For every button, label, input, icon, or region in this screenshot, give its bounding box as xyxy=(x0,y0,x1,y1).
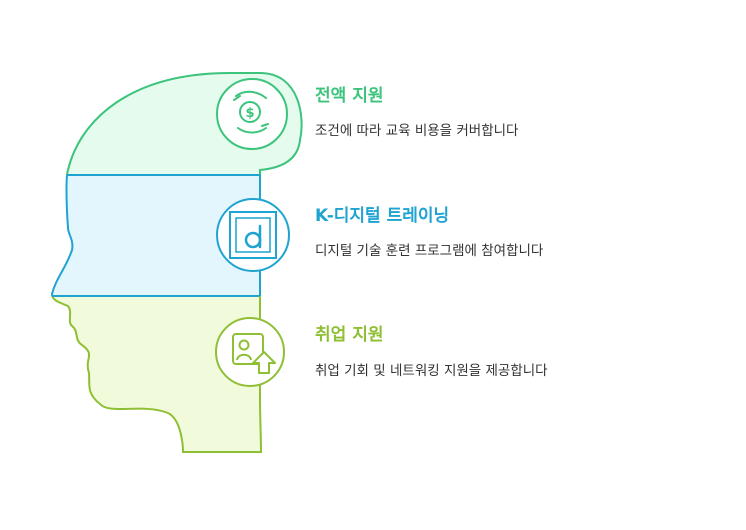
funding-title: 전액 지원 xyxy=(315,86,384,106)
funding-description: 조건에 따라 교육 비용을 커버합니다 xyxy=(315,123,519,139)
svg-text:$: $ xyxy=(245,106,254,121)
hand-dollar-icon: $ xyxy=(216,78,288,150)
user-upload-icon xyxy=(215,317,285,387)
employment-support-title: 취업 지원 xyxy=(315,325,384,345)
employment-support-description: 취업 기회 및 네트워킹 지원을 제공합니다 xyxy=(315,363,548,379)
digital-training-description: 디지털 기술 훈련 프로그램에 참여합니다 xyxy=(315,243,544,259)
digital-d-icon xyxy=(216,198,290,272)
digital-training-title: K-디지털 트레이닝 xyxy=(315,206,450,226)
